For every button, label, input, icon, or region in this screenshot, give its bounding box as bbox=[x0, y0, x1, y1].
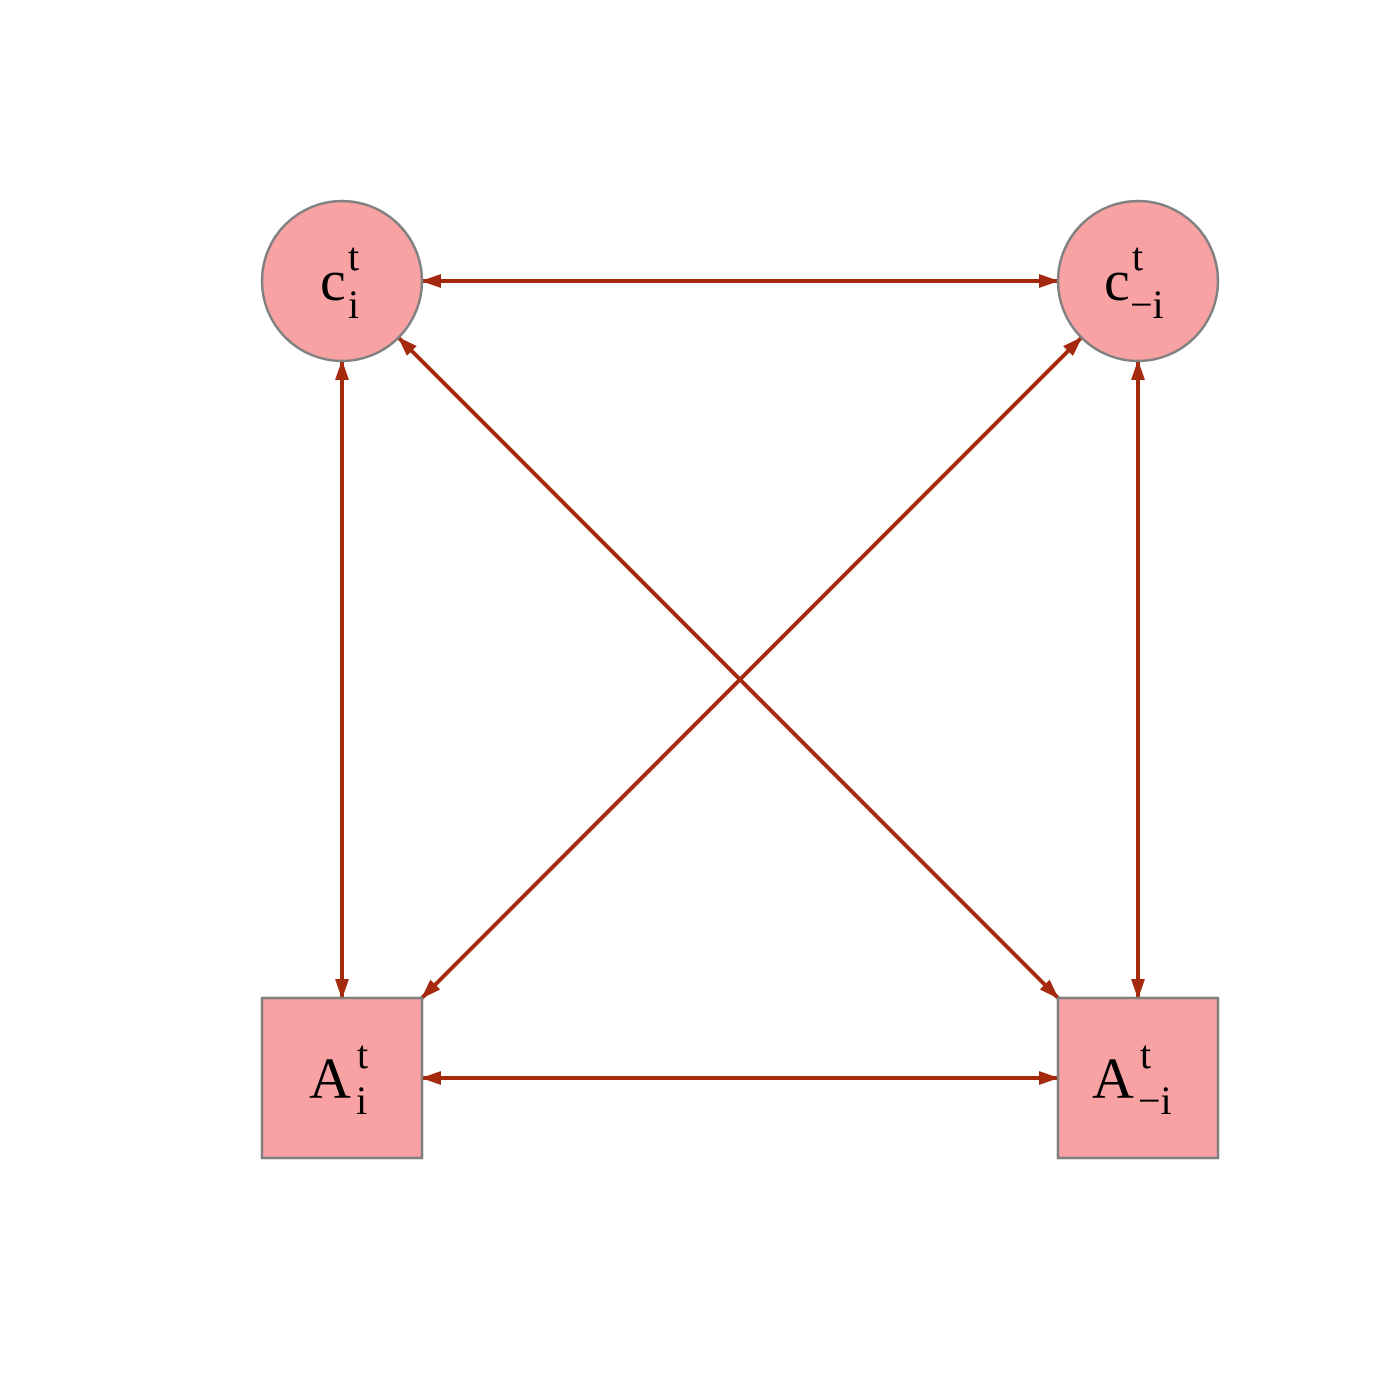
node-c-neg-i: c t −i bbox=[1056, 199, 1220, 363]
node-c-neg-i-shape bbox=[1056, 199, 1220, 363]
edge-c-neg-i-to-A-i bbox=[420, 336, 1083, 1000]
node-a-neg-i-sup: t bbox=[1140, 1032, 1151, 1077]
node-a-neg-i-base: A bbox=[1092, 1046, 1134, 1111]
node-c-i: c t i bbox=[260, 199, 424, 363]
node-a-neg-i-shape bbox=[1056, 996, 1220, 1160]
node-a-i-shape bbox=[260, 996, 424, 1160]
node-a-i: A t i bbox=[260, 996, 424, 1160]
node-a-i-base: A bbox=[309, 1046, 351, 1111]
node-a-neg-i: A t −i bbox=[1056, 996, 1220, 1160]
edges-layer bbox=[335, 274, 1145, 1085]
node-a-i-sub: i bbox=[356, 1078, 367, 1123]
node-a-i-sup: t bbox=[357, 1032, 368, 1077]
node-c-i-sub: i bbox=[348, 282, 359, 327]
node-c-i-sup: t bbox=[348, 234, 359, 279]
node-c-i-base: c bbox=[320, 248, 346, 313]
node-a-neg-i-sub: −i bbox=[1138, 1078, 1172, 1123]
node-c-neg-i-sup: t bbox=[1132, 234, 1143, 279]
edge-c-i-to-A-neg-i bbox=[397, 336, 1060, 1000]
node-c-neg-i-base: c bbox=[1104, 248, 1130, 313]
node-c-i-shape bbox=[260, 199, 424, 363]
node-c-neg-i-sub: −i bbox=[1130, 282, 1164, 327]
